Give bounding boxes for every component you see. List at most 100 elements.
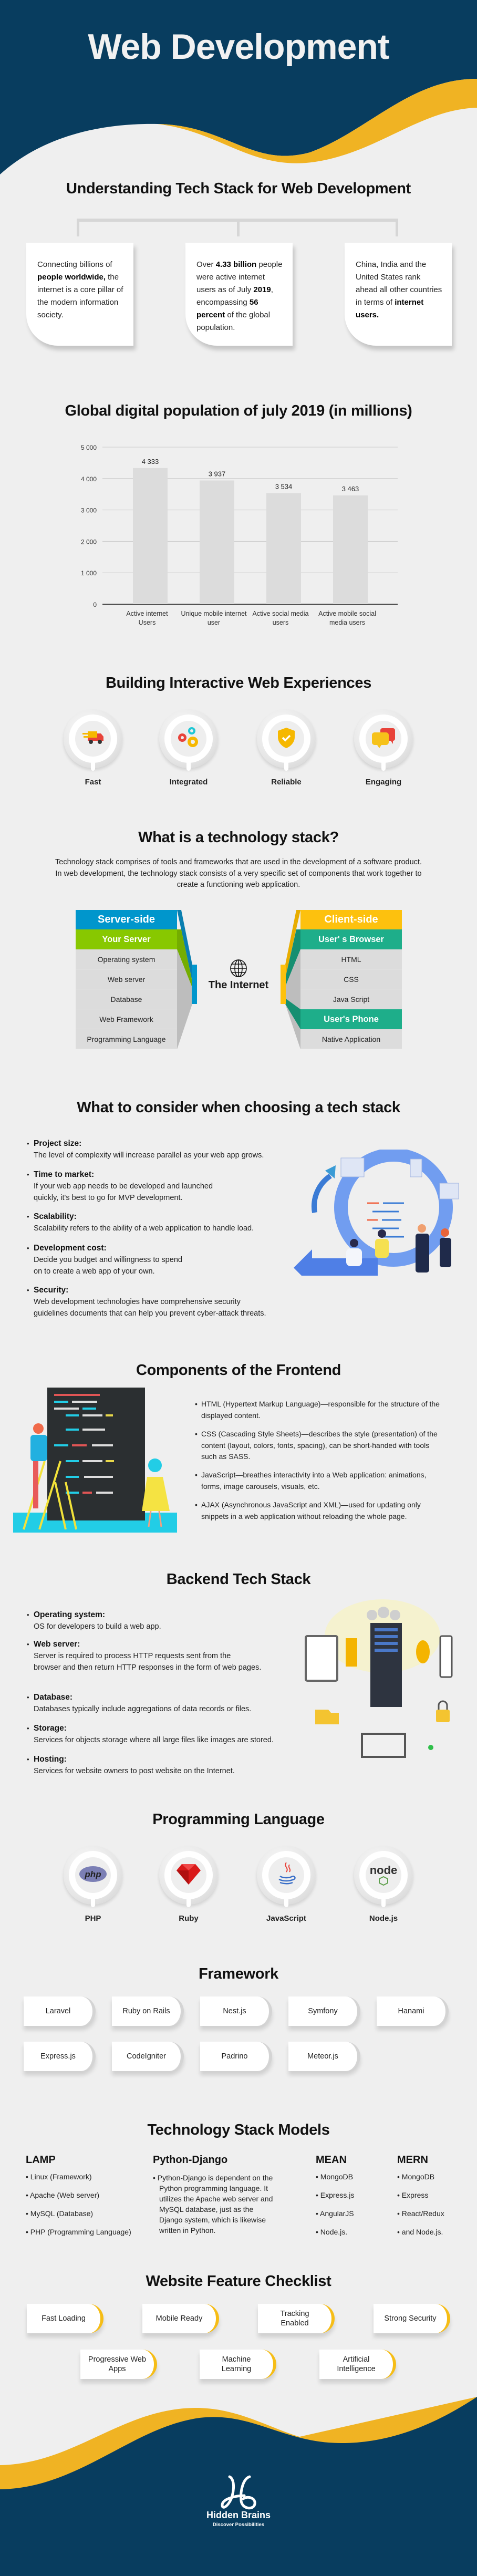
server-row: Operating system	[76, 949, 177, 969]
badge-center	[171, 721, 206, 757]
backend-item: Database:Databases typically include agg…	[27, 1692, 296, 1715]
client-row: Native Application	[300, 1029, 402, 1049]
badge-center	[268, 1857, 304, 1893]
client-row: Java Script	[300, 989, 402, 1009]
bar-value-label: 3 463	[342, 485, 359, 493]
badge-label: Node.js	[369, 1914, 398, 1923]
badge-tail	[186, 759, 191, 771]
chat-bubbles-icon	[371, 727, 396, 751]
badge-label: JavaScript	[266, 1914, 306, 1923]
consider-item: Scalability:Scalability refers to the ab…	[27, 1211, 291, 1234]
y-tick-label: 3 000	[81, 507, 97, 514]
badge-fast	[64, 709, 122, 774]
bar-value-label: 4 333	[142, 458, 159, 465]
footer-tagline: Discover Possibilities	[212, 2522, 265, 2528]
y-tick-label: 4 000	[81, 475, 97, 483]
connector-line	[77, 219, 79, 236]
y-tick-label: 2 000	[81, 538, 97, 545]
consider-item-desc: Scalability refers to the ability of a w…	[34, 1224, 254, 1233]
model-item: Apache (Web server)	[26, 2191, 99, 2199]
bar	[133, 468, 168, 604]
badge-php: php	[64, 1846, 122, 1911]
badge-javascript	[257, 1846, 316, 1911]
bar	[200, 480, 234, 604]
model-item: Linux (Framework)	[26, 2172, 92, 2181]
server-row: Web Framework	[76, 1009, 177, 1029]
stack-heading: What is a technology stack?	[138, 829, 339, 846]
badge-tail	[91, 1896, 95, 1907]
badge-tail	[91, 759, 95, 771]
consider-item-title: Development cost:	[34, 1244, 107, 1253]
connector-line	[237, 219, 240, 236]
model-title: MEAN	[316, 2154, 347, 2166]
page-title: Web Development	[88, 27, 389, 67]
team-illustration	[294, 1150, 459, 1276]
backend-item-title: Storage:	[34, 1724, 67, 1733]
stack-connector-shapes	[177, 910, 300, 1049]
badge-tail	[284, 1896, 288, 1907]
code-board-illustration	[13, 1388, 177, 1533]
model-title: Python-Django	[153, 2154, 228, 2166]
model-item: Python-Django is dependent on the Python…	[153, 2172, 275, 2236]
consider-heading: What to consider when choosing a tech st…	[77, 1099, 400, 1116]
card-text: of the global population.	[196, 311, 271, 332]
backend-item-title: Web server:	[34, 1640, 80, 1649]
model-item: MongoDB	[397, 2172, 434, 2181]
badge-engaging	[354, 709, 413, 774]
backend-item-title: Operating system:	[34, 1610, 106, 1619]
badge-center: node	[366, 1857, 401, 1893]
consider-item: Time to market:If your web app needs to …	[27, 1169, 291, 1204]
consider-item: Development cost:Decide you budget and w…	[27, 1243, 291, 1277]
backend-item-desc: Services for website owners to post webs…	[34, 1767, 235, 1775]
model-item: PHP (Programming Language)	[26, 2228, 131, 2236]
hidden-brains-logo	[221, 2475, 256, 2510]
framework-chip: Express.js	[24, 2042, 96, 2071]
stat-card: China, India and the United States rank …	[345, 243, 452, 346]
model-item: and Node.js.	[397, 2228, 443, 2236]
framework-chip: Padrino	[200, 2042, 272, 2071]
model-item: MySQL (Database)	[26, 2209, 93, 2218]
consider-item-desc: If your web app needs to be developed an…	[34, 1182, 213, 1202]
consider-item-title: Project size:	[34, 1139, 82, 1148]
server-row: Programming Language	[76, 1029, 177, 1049]
stat-card: Over 4.33 billion people were active int…	[185, 243, 293, 346]
languages-heading: Programming Language	[152, 1811, 325, 1828]
badge-reliable	[257, 709, 316, 774]
badge-integrated	[159, 709, 218, 774]
framework-chip: Nest.js	[200, 1996, 272, 2026]
client-side-column: Client-side User' s Browser HTML CSS Jav…	[300, 910, 402, 1049]
badge-label: Fast	[85, 778, 101, 787]
framework-chip: Laravel	[24, 1996, 96, 2026]
framework-chip: Ruby on Rails	[112, 1996, 184, 2026]
backend-item-title: Hosting:	[34, 1755, 67, 1764]
truck-icon	[82, 730, 103, 748]
card-highlight: internet users.	[356, 298, 424, 319]
badge-tail	[381, 759, 386, 771]
nodejs-logo-icon: node	[368, 1863, 399, 1888]
backend-item: Operating system:OS for developers to bu…	[27, 1609, 296, 1632]
backend-heading: Backend Tech Stack	[166, 1571, 311, 1588]
users-browser-label: User' s Browser	[300, 929, 402, 949]
badge-center	[75, 721, 111, 757]
stat-card: Connecting billions of people worldwide,…	[26, 243, 133, 346]
client-side-header: Client-side	[300, 910, 402, 929]
server-row: Web server	[76, 969, 177, 989]
php-logo-text: php	[84, 1869, 101, 1879]
y-tick-label: 1 000	[81, 570, 97, 577]
backend-item-title: Database:	[34, 1693, 73, 1702]
y-tick-label: 0	[93, 601, 97, 608]
backend-item: Storage:Services for objects storage whe…	[27, 1723, 296, 1746]
framework-chip: CodeIgniter	[112, 2042, 184, 2071]
bar-value-label: 3 534	[275, 483, 293, 491]
badge-center	[366, 721, 401, 757]
checklist-item: Fast Loading	[27, 2304, 103, 2333]
card-text: China, India and the United States rank …	[356, 260, 442, 307]
badge-tail	[284, 759, 288, 771]
connector-line	[396, 219, 398, 236]
java-cup-icon	[276, 1861, 297, 1889]
badge-label: Ruby	[179, 1914, 199, 1923]
globe-icon	[230, 959, 247, 977]
